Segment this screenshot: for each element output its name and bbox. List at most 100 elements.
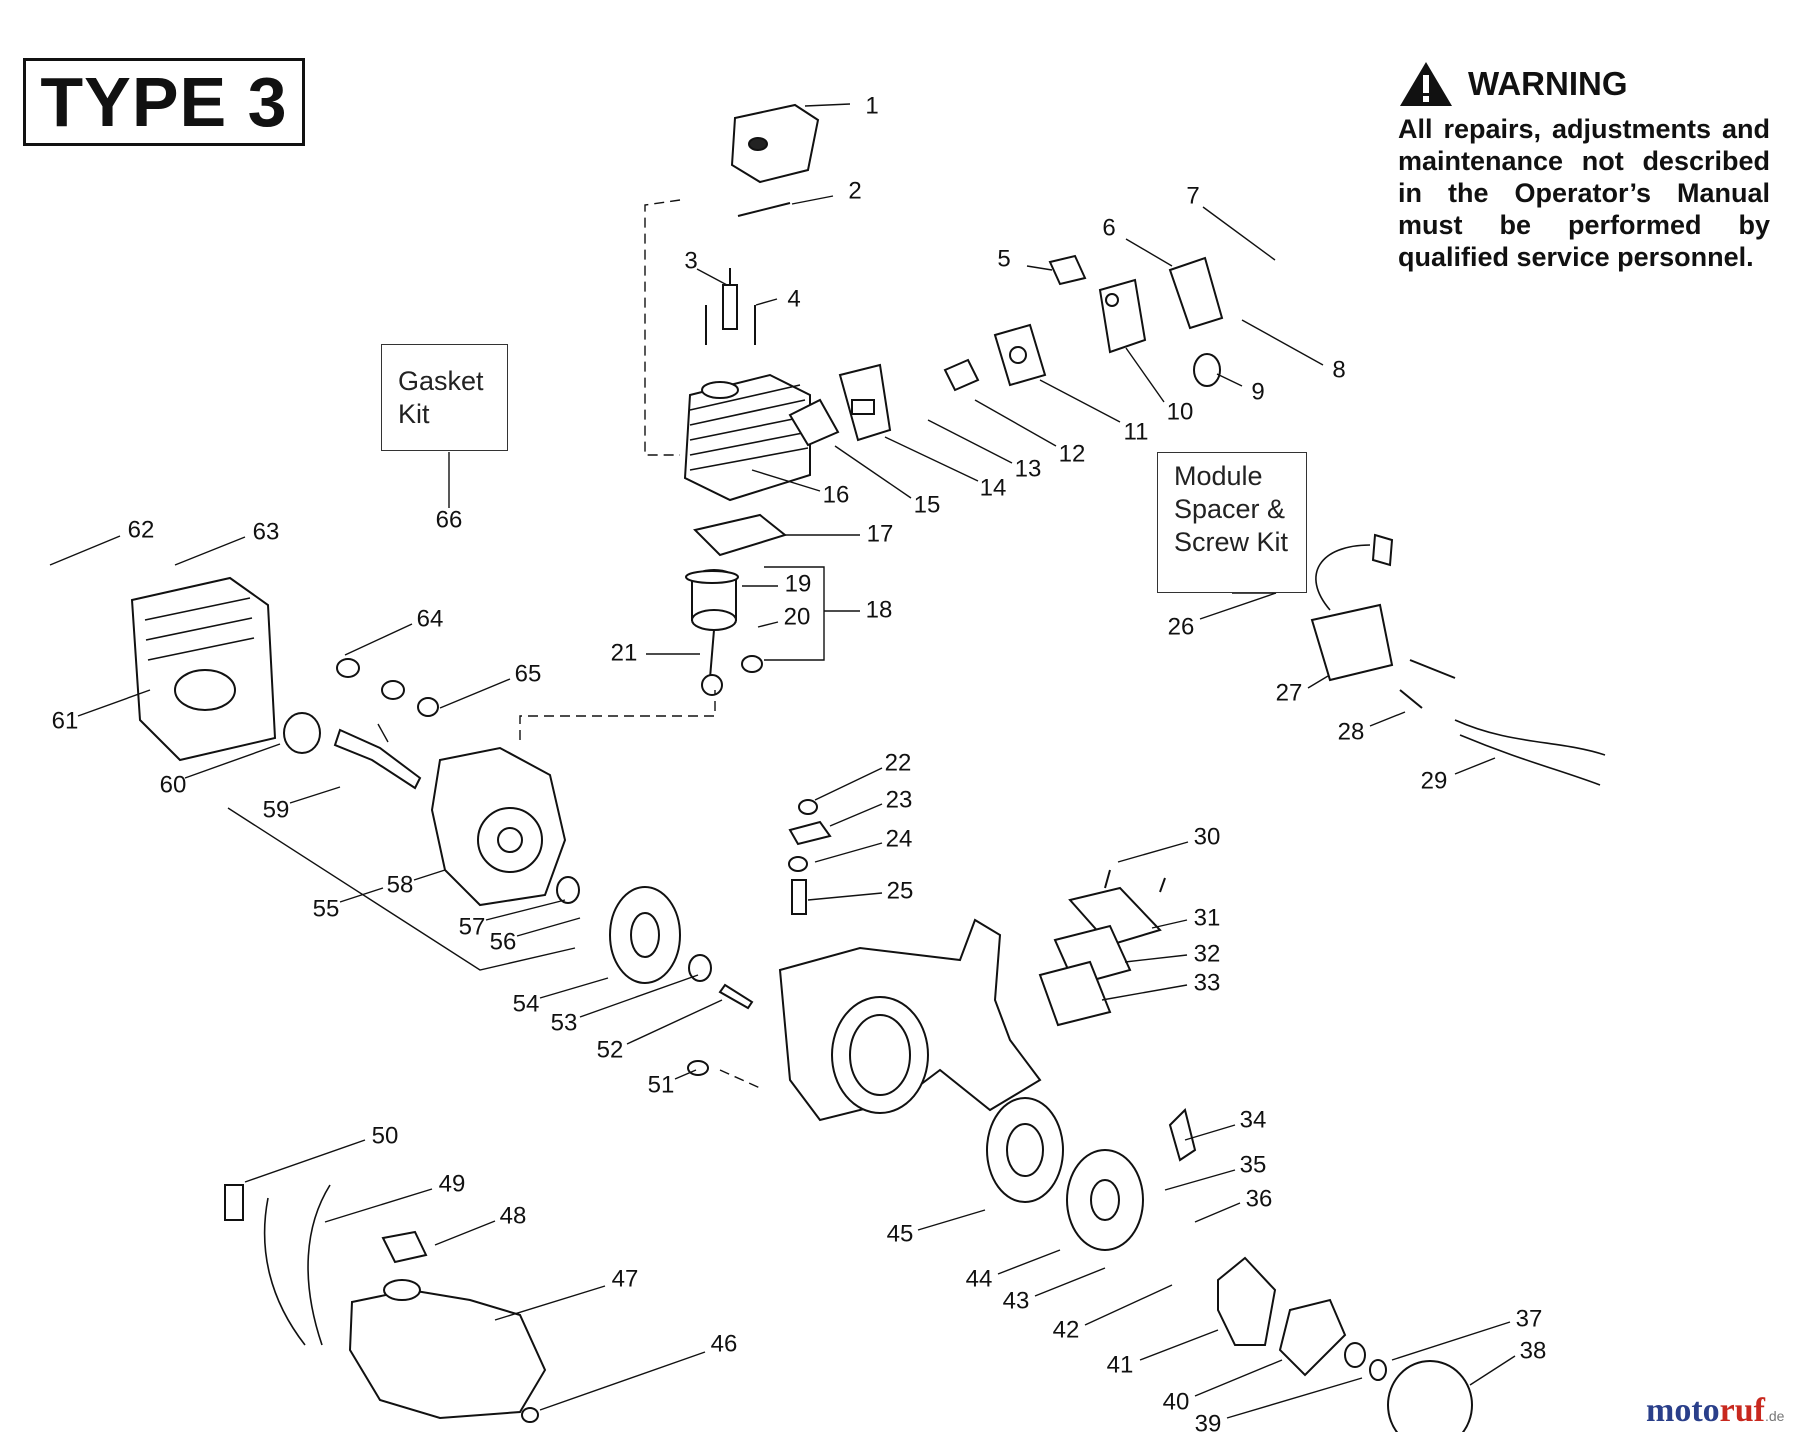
callout-line-34 (1184, 1124, 1236, 1141)
callout-line-22 (814, 767, 883, 801)
part-number-label-62: 62 (128, 516, 155, 543)
part-number-labels: 1234567891011121314151617181920212223242… (52, 92, 1547, 1432)
callout-line-15 (834, 445, 912, 499)
part-number-label-45: 45 (887, 1220, 914, 1247)
bearing-part (336, 658, 580, 904)
callout-line-13 (927, 419, 1013, 464)
air-filter-part (1038, 869, 1166, 1027)
part-number-label-9: 9 (1251, 378, 1264, 405)
callout-line-28 (1369, 711, 1406, 727)
cylinder-part (683, 373, 811, 502)
callout-line-33 (1101, 984, 1188, 1001)
callout-line-44 (997, 1249, 1061, 1275)
part-number-label-22: 22 (885, 749, 912, 776)
gasket-kit-label: Gasket Kit (398, 366, 484, 429)
callout-line-55 (339, 887, 384, 903)
starter-assembly-part (986, 1097, 1473, 1432)
part-number-label-60: 60 (160, 771, 187, 798)
callout-line-31 (1151, 919, 1188, 929)
callout-line-7 (1202, 206, 1276, 261)
part-number-label-52: 52 (597, 1036, 624, 1063)
callout-line-2 (791, 195, 834, 205)
part-number-label-55: 55 (313, 895, 340, 922)
crankshaft-part (333, 728, 422, 790)
callout-line-27 (1307, 675, 1329, 689)
assembly-guide-line (644, 199, 681, 456)
watermark-suffix: .de (1764, 1408, 1785, 1424)
callout-bracket (764, 566, 825, 661)
callout-line-51 (674, 1069, 697, 1080)
warning-header: WARNING (1398, 60, 1628, 108)
part-number-label-3: 3 (684, 247, 697, 274)
callout-line-36 (1194, 1202, 1241, 1223)
part-number-label-31: 31 (1194, 904, 1221, 931)
watermark-brand-part1: moto (1646, 1392, 1720, 1429)
part-number-label-4: 4 (787, 285, 800, 312)
callout-line-48 (434, 1220, 496, 1246)
callout-line-16 (751, 469, 821, 492)
part-number-label-21: 21 (611, 639, 638, 666)
part-number-label-8: 8 (1332, 356, 1345, 383)
part-number-label-65: 65 (515, 660, 542, 687)
part-number-label-7: 7 (1186, 182, 1199, 209)
part-number-label-30: 30 (1194, 823, 1221, 850)
part-number-label-2: 2 (848, 177, 861, 204)
type-label: TYPE 3 (40, 63, 288, 141)
callout-line-50 (244, 1139, 366, 1183)
callout-line-24 (814, 842, 883, 863)
part-number-label-36: 36 (1246, 1185, 1273, 1212)
part-number-label-28: 28 (1338, 718, 1365, 745)
part-number-label-13: 13 (1015, 455, 1042, 482)
module-kit-box: Module Spacer & Screw Kit (1157, 452, 1307, 593)
part-number-label-26: 26 (1168, 613, 1195, 640)
part-number-label-23: 23 (886, 786, 913, 813)
callout-line-42 (1084, 1284, 1173, 1326)
callout-line-30 (1117, 841, 1189, 863)
part-number-label-42: 42 (1053, 1316, 1080, 1343)
part-number-label-33: 33 (1194, 969, 1221, 996)
part-number-label-39: 39 (1195, 1410, 1222, 1432)
callout-line-45 (917, 1209, 986, 1231)
part-number-label-5: 5 (997, 245, 1010, 272)
callout-line-4 (755, 298, 778, 306)
callout-line-40 (1194, 1359, 1283, 1397)
part-number-label-41: 41 (1107, 1351, 1134, 1378)
callout-line-47 (494, 1285, 606, 1321)
part-number-label-63: 63 (253, 518, 280, 545)
part-number-label-40: 40 (1163, 1388, 1190, 1415)
part-number-label-17: 17 (867, 520, 894, 547)
o-ring-part (283, 712, 321, 754)
part-number-label-20: 20 (784, 603, 811, 630)
callout-line-11 (1039, 379, 1121, 423)
part-number-label-59: 59 (263, 796, 290, 823)
callout-line-41 (1139, 1329, 1219, 1361)
callout-line-3 (696, 268, 728, 286)
part-number-label-32: 32 (1194, 940, 1221, 967)
cylinder-gasket-part (693, 513, 788, 557)
small-hardware-part (687, 799, 832, 1089)
part-number-label-53: 53 (551, 1009, 578, 1036)
part-number-label-48: 48 (500, 1202, 527, 1229)
callout-line-46 (539, 1351, 706, 1411)
callout-line-26 (1199, 592, 1277, 620)
callout-line-64 (344, 623, 413, 656)
part-number-label-29: 29 (1421, 767, 1448, 794)
callout-line-23 (829, 803, 883, 827)
part-number-label-66: 66 (436, 506, 463, 533)
part-number-label-34: 34 (1240, 1106, 1267, 1133)
spring-part (737, 202, 791, 217)
callout-line-25 (807, 892, 883, 901)
part-number-label-38: 38 (1520, 1337, 1547, 1364)
part-number-label-49: 49 (439, 1170, 466, 1197)
part-number-label-27: 27 (1276, 679, 1303, 706)
callout-bracket (227, 807, 576, 971)
callout-line-63 (174, 536, 246, 566)
part-number-label-46: 46 (711, 1330, 738, 1357)
part-number-label-58: 58 (387, 871, 414, 898)
muffler-cover-part (730, 103, 820, 184)
gasket-kit-box: Gasket Kit (381, 344, 508, 451)
callout-line-14 (884, 436, 979, 482)
part-number-label-15: 15 (914, 491, 941, 518)
